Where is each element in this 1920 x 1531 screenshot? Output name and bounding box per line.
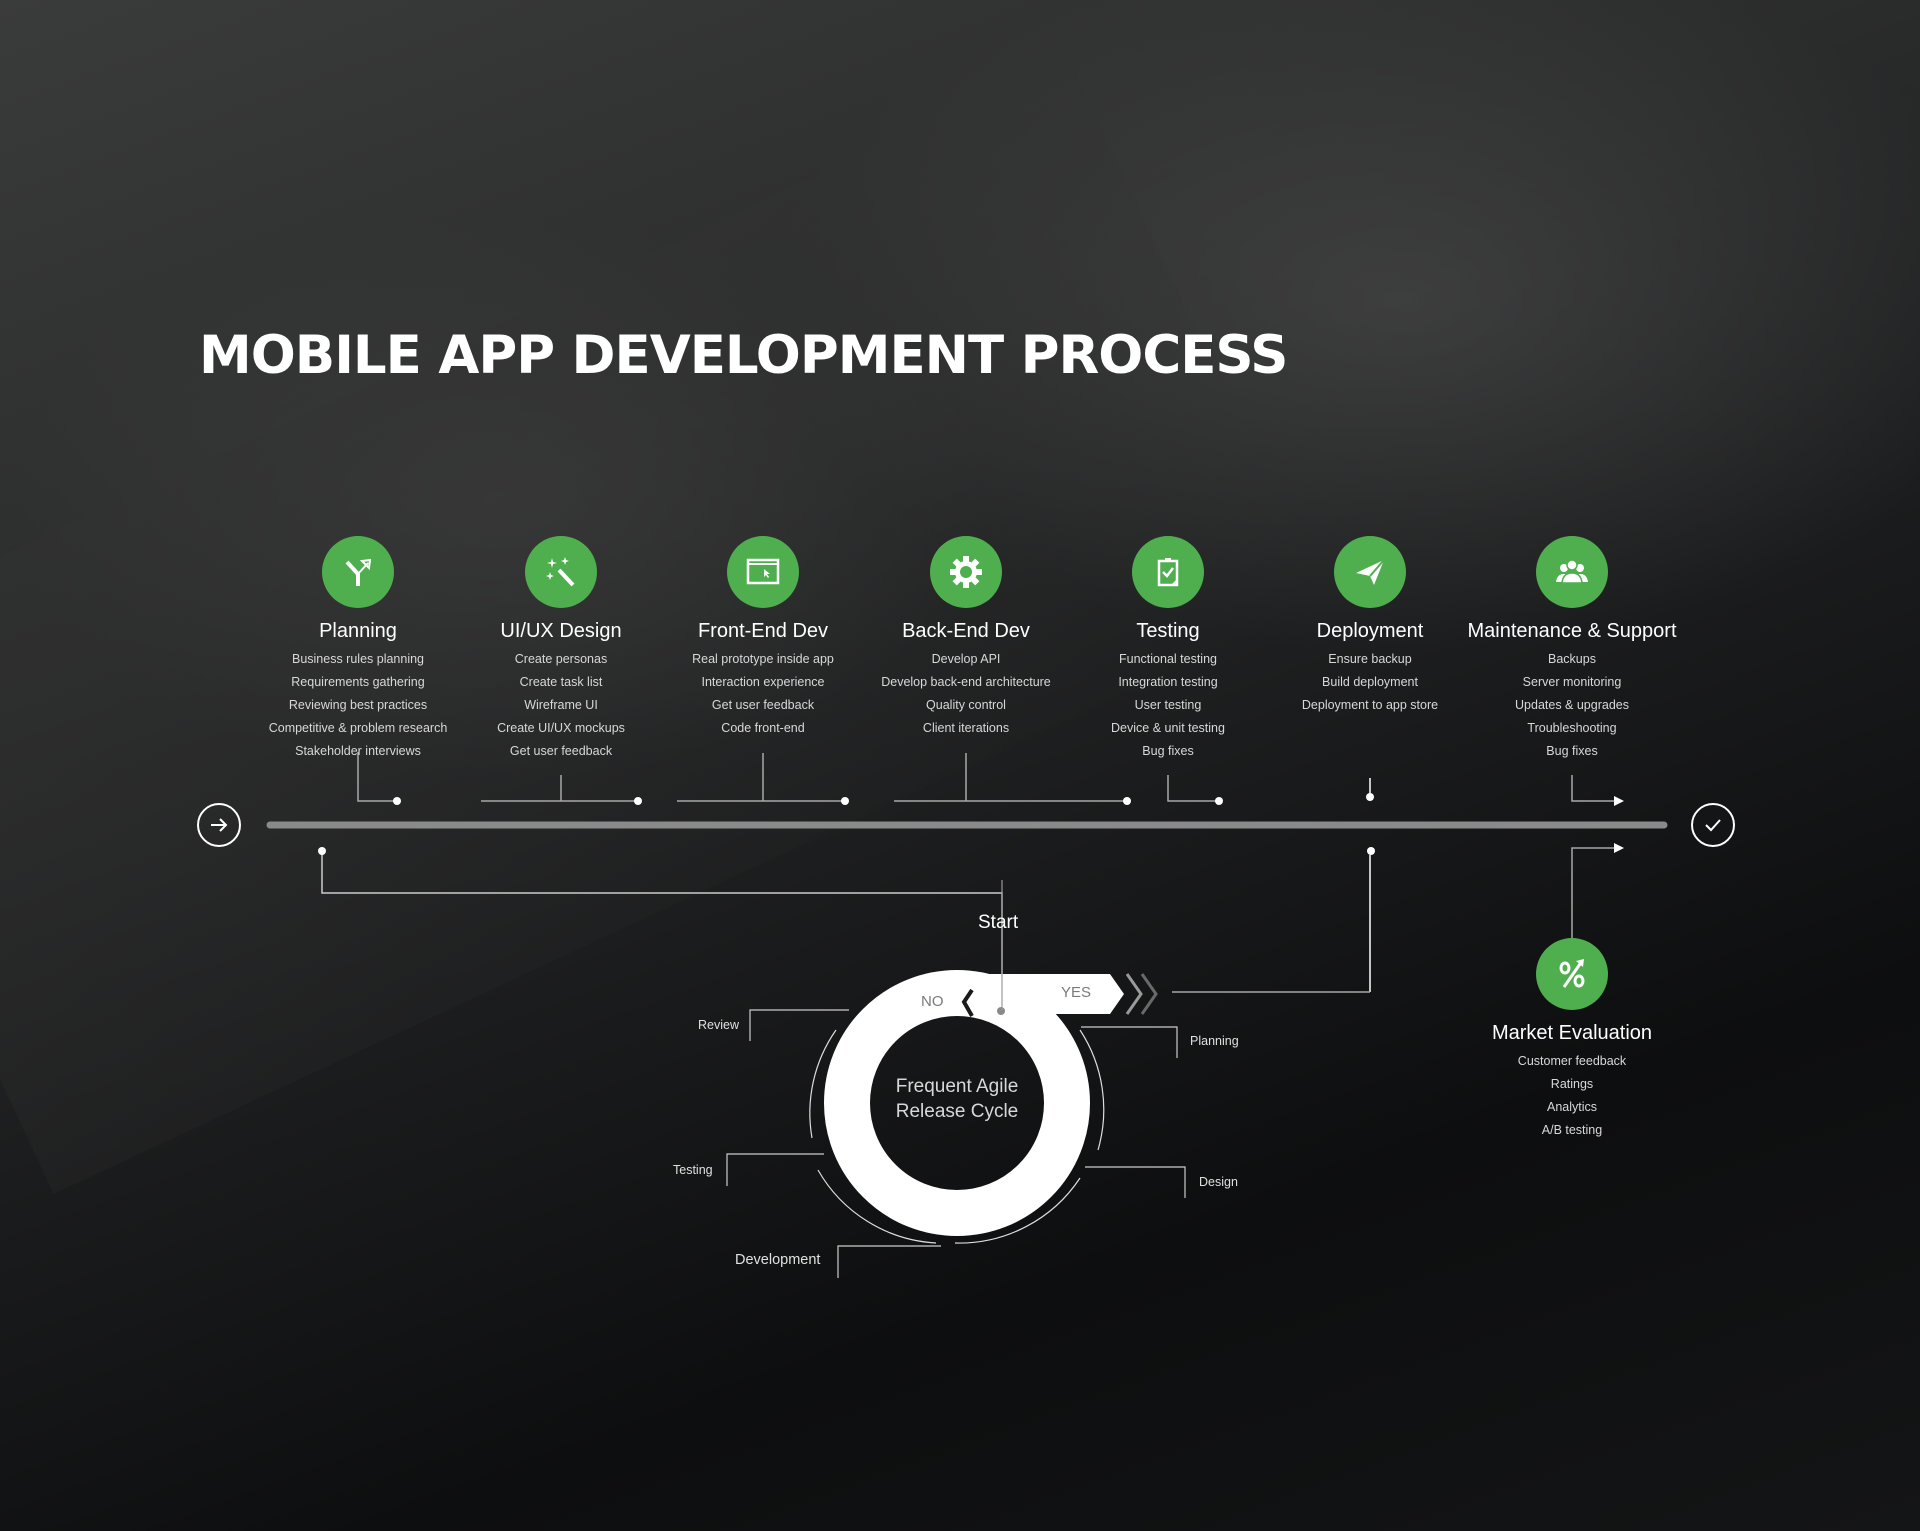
arrow-right-icon bbox=[211, 818, 228, 832]
step-item: Create task list bbox=[519, 675, 603, 689]
step-item: Stakeholder interviews bbox=[295, 744, 421, 758]
step-item: User testing bbox=[1134, 698, 1202, 712]
gear-icon bbox=[930, 536, 1002, 608]
market-item: Customer feedback bbox=[1517, 1054, 1627, 1068]
timeline-start-button[interactable] bbox=[197, 803, 241, 847]
cycle-phase-design: Design bbox=[1199, 1175, 1238, 1189]
step-item: Interaction experience bbox=[701, 675, 825, 689]
cycle-phase-planning: Planning bbox=[1190, 1034, 1239, 1048]
step-testing: Testing Functional testing Integration t… bbox=[1063, 536, 1273, 763]
agile-cycle-ring bbox=[809, 970, 1158, 1244]
step-item: Code front-end bbox=[721, 721, 805, 735]
cycle-phase-testing: Testing bbox=[673, 1163, 713, 1177]
step-item: Get user feedback bbox=[509, 744, 613, 758]
step-item: Functional testing bbox=[1119, 652, 1217, 666]
step-item: Develop back-end architecture bbox=[881, 675, 1051, 689]
step-item: Bug fixes bbox=[1546, 744, 1598, 758]
step-item: Bug fixes bbox=[1142, 744, 1194, 758]
step-item: Create personas bbox=[514, 652, 608, 666]
browser-cursor-icon bbox=[727, 536, 799, 608]
step-item: Requirements gathering bbox=[291, 675, 425, 689]
step-item: Device & unit testing bbox=[1111, 721, 1225, 735]
market-item: Ratings bbox=[1550, 1077, 1594, 1091]
paper-plane-icon bbox=[1334, 536, 1406, 608]
cycle-phase-development: Development bbox=[735, 1252, 821, 1268]
magic-wand-icon bbox=[525, 536, 597, 608]
step-item: Business rules planning bbox=[291, 652, 425, 666]
step-front-end-dev: Front-End Dev Real prototype inside app … bbox=[658, 536, 868, 740]
step-item: Build deployment bbox=[1322, 675, 1418, 689]
cycle-yes-label: YES bbox=[1061, 984, 1092, 1001]
step-deployment: Deployment Ensure backup Build deploymen… bbox=[1265, 536, 1475, 717]
step-item: Backups bbox=[1548, 652, 1596, 666]
market-item: Analytics bbox=[1546, 1100, 1598, 1114]
step-item: Real prototype inside app bbox=[692, 652, 834, 666]
step-maintenance-support: Maintenance & Support Backups Server mon… bbox=[1442, 536, 1702, 763]
step-item: Ensure backup bbox=[1328, 652, 1412, 666]
market-item: A/B testing bbox=[1541, 1123, 1603, 1137]
step-item: Server monitoring bbox=[1522, 675, 1622, 689]
step-item: Wireframe UI bbox=[524, 698, 598, 712]
cycle-center-line2: Release Cycle bbox=[895, 1101, 1019, 1122]
step-back-end-dev: Back-End Dev Develop API Develop back-en… bbox=[861, 536, 1071, 740]
step-uiux-design: UI/UX Design Create personas Create task… bbox=[456, 536, 666, 763]
cycle-start-label: Start bbox=[978, 912, 1019, 933]
check-icon bbox=[1705, 819, 1721, 832]
cycle-phase-review: Review bbox=[698, 1018, 739, 1032]
step-title: UI/UX Design bbox=[500, 620, 622, 642]
page-title: MOBILE APP DEVELOPMENT PROCESS bbox=[199, 325, 1288, 386]
cycle-center-line1: Frequent Agile bbox=[895, 1076, 1019, 1097]
step-item: Integration testing bbox=[1118, 675, 1218, 689]
step-title: Back-End Dev bbox=[902, 620, 1030, 642]
step-title: Planning bbox=[319, 620, 397, 642]
step-title: Front-End Dev bbox=[697, 620, 829, 642]
step-item: Develop API bbox=[931, 652, 1001, 666]
users-group-icon bbox=[1536, 536, 1608, 608]
step-item: Updates & upgrades bbox=[1515, 698, 1629, 712]
cycle-no-label: NO bbox=[921, 993, 944, 1010]
market-evaluation: Market Evaluation Customer feedback Rati… bbox=[1422, 938, 1722, 1142]
step-item: Get user feedback bbox=[711, 698, 815, 712]
timeline-end-button[interactable] bbox=[1691, 803, 1735, 847]
step-planning: Planning Business rules planning Require… bbox=[253, 536, 463, 763]
step-item: Reviewing best practices bbox=[288, 698, 428, 712]
clipboard-check-icon bbox=[1132, 536, 1204, 608]
market-evaluation-title: Market Evaluation bbox=[1491, 1022, 1653, 1044]
step-title: Deployment bbox=[1316, 620, 1424, 642]
step-item: Quality control bbox=[926, 698, 1006, 712]
fork-arrow-icon bbox=[322, 536, 394, 608]
step-title: Testing bbox=[1136, 620, 1200, 642]
percent-up-icon bbox=[1536, 938, 1608, 1010]
step-item: Competitive & problem research bbox=[268, 721, 448, 735]
step-item: Troubleshooting bbox=[1527, 721, 1617, 735]
step-title: Maintenance & Support bbox=[1467, 620, 1677, 642]
cycle-center-text: Frequent Agile Release Cycle bbox=[857, 1074, 1057, 1124]
step-item: Client iterations bbox=[922, 721, 1010, 735]
step-item: Create UI/UX mockups bbox=[497, 721, 625, 735]
step-item: Deployment to app store bbox=[1301, 698, 1439, 712]
